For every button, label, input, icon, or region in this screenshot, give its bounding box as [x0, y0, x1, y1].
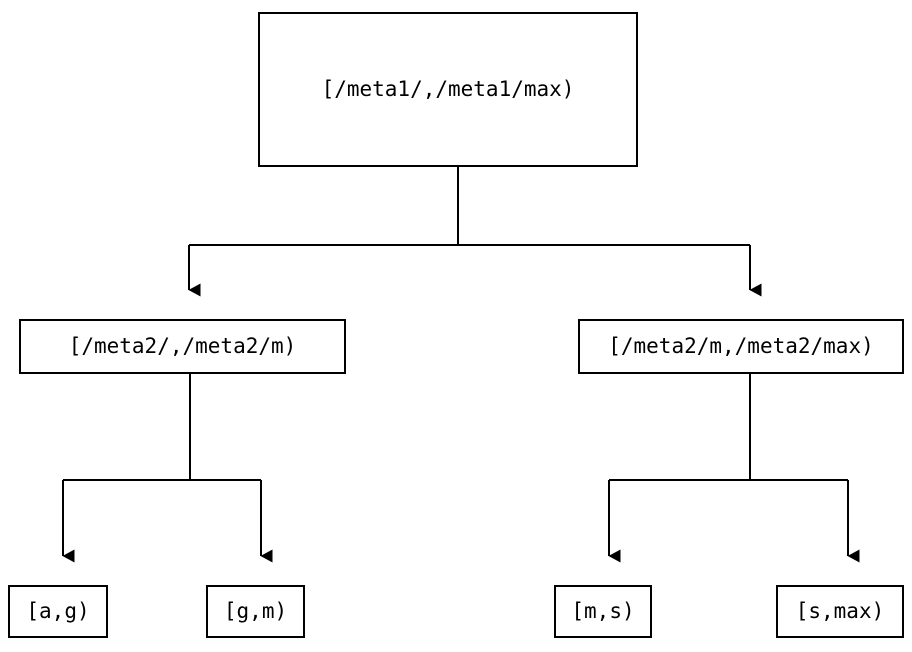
tree-node-leaf-ag-label: [a,g) — [26, 599, 90, 623]
tree-node-leaf-ms-label: [m,s) — [571, 599, 635, 623]
tree-node-leaf-smax[interactable]: [s,max) — [776, 585, 904, 638]
tree-node-meta2-low-label: [/meta2/,/meta2/m) — [68, 334, 297, 358]
tree-node-root-label: [/meta1/,/meta1/max) — [321, 77, 575, 101]
tree-node-leaf-gm-label: [g,m) — [223, 599, 288, 623]
tree-node-leaf-ms[interactable]: [m,s) — [554, 585, 652, 638]
tree-node-root[interactable]: [/meta1/,/meta1/max) — [258, 12, 638, 167]
edge-root-to-level2 — [188, 167, 762, 297]
tree-node-leaf-ag[interactable]: [a,g) — [8, 585, 108, 638]
tree-node-leaf-smax-label: [s,max) — [795, 599, 885, 623]
edge-meta2high-to-leaves — [608, 374, 860, 563]
tree-node-meta2-low[interactable]: [/meta2/,/meta2/m) — [19, 319, 346, 374]
edge-meta2low-to-leaves — [62, 374, 273, 563]
tree-node-leaf-gm[interactable]: [g,m) — [206, 585, 305, 638]
tree-node-meta2-high[interactable]: [/meta2/m,/meta2/max) — [578, 319, 904, 374]
tree-node-meta2-high-label: [/meta2/m,/meta2/max) — [608, 334, 874, 358]
